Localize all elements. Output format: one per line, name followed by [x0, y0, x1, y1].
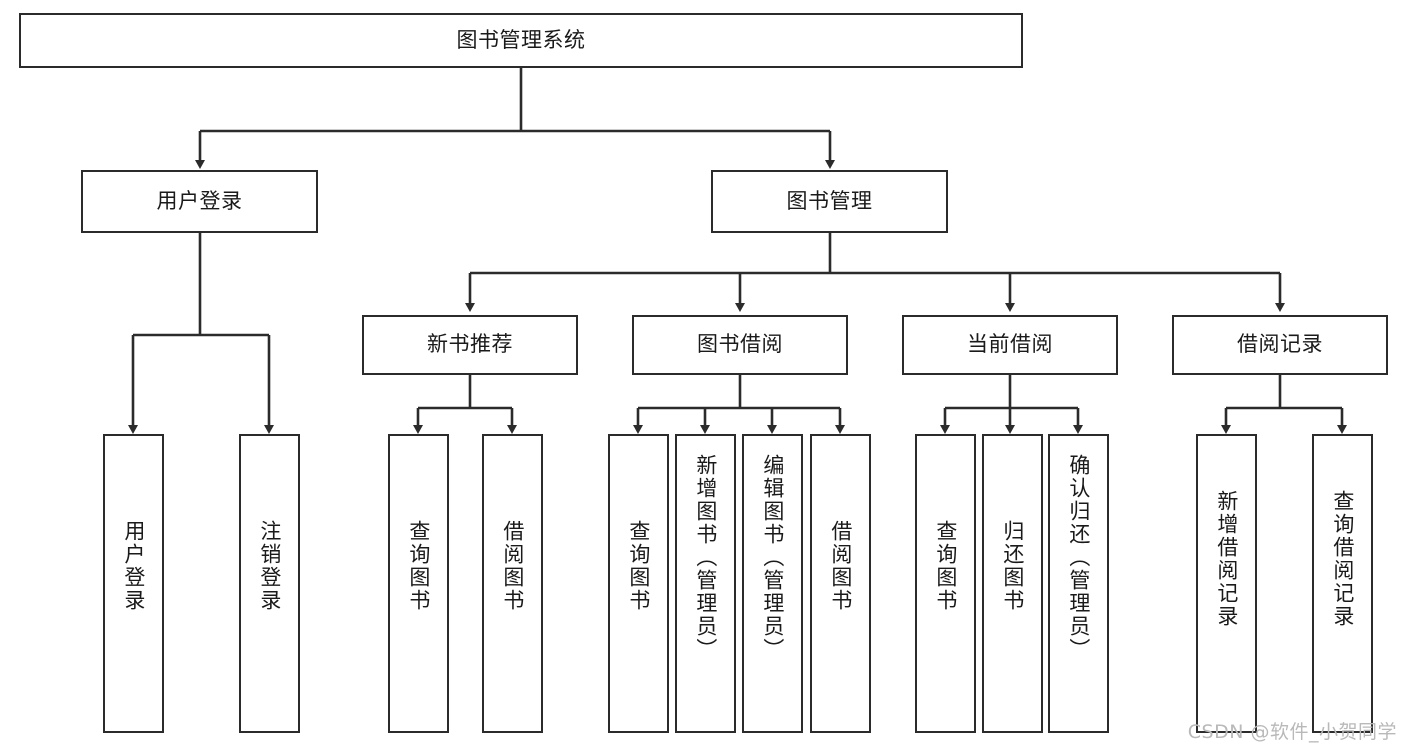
node-borrow-record[interactable]: 借阅记录: [1172, 315, 1388, 375]
node-label: 确认归还（管理员）: [1066, 454, 1091, 661]
leaf-user-login[interactable]: 用户登录: [103, 434, 164, 733]
node-label: 查询图书: [933, 520, 958, 612]
node-label: 用户登录: [121, 520, 146, 612]
node-label: 归还图书: [1000, 520, 1025, 612]
leaf-edit-book-admin[interactable]: 编辑图书（管理员）: [742, 434, 803, 733]
leaf-borrow-book-recommend[interactable]: 借阅图书: [482, 434, 543, 733]
leaf-add-borrow-record[interactable]: 新增借阅记录: [1196, 434, 1257, 733]
node-label: 图书管理: [786, 188, 873, 213]
leaf-return-book[interactable]: 归还图书: [982, 434, 1043, 733]
node-label: 新增图书（管理员）: [693, 454, 718, 661]
node-label: 新增借阅记录: [1214, 490, 1239, 628]
csdn-watermark: CSDN @软件_小贺同学: [1187, 721, 1397, 743]
node-current-borrow[interactable]: 当前借阅: [902, 315, 1118, 375]
node-label: 注销登录: [257, 520, 282, 612]
node-label: 借阅图书: [500, 520, 525, 612]
node-book-borrow[interactable]: 图书借阅: [632, 315, 848, 375]
node-book-management[interactable]: 图书管理: [711, 170, 948, 233]
leaf-query-book-recommend[interactable]: 查询图书: [388, 434, 449, 733]
node-label: 查询借阅记录: [1330, 490, 1355, 628]
leaf-add-book-admin[interactable]: 新增图书（管理员）: [675, 434, 736, 733]
node-user-login[interactable]: 用户登录: [81, 170, 318, 233]
node-label: 编辑图书（管理员）: [760, 454, 785, 661]
node-label: 查询图书: [626, 520, 651, 612]
node-new-book-recommend[interactable]: 新书推荐: [362, 315, 578, 375]
leaf-query-book-current[interactable]: 查询图书: [915, 434, 976, 733]
leaf-query-book-borrow[interactable]: 查询图书: [608, 434, 669, 733]
leaf-query-borrow-record[interactable]: 查询借阅记录: [1312, 434, 1373, 733]
leaf-logout[interactable]: 注销登录: [239, 434, 300, 733]
node-label: 当前借阅: [967, 332, 1053, 357]
leaf-confirm-return-admin[interactable]: 确认归还（管理员）: [1048, 434, 1109, 733]
node-label: 图书借阅: [697, 332, 783, 357]
node-label: 借阅图书: [828, 520, 853, 612]
node-label: 新书推荐: [427, 332, 513, 357]
leaf-borrow-book[interactable]: 借阅图书: [810, 434, 871, 733]
node-label: 用户登录: [156, 188, 243, 213]
node-label: 图书管理系统: [456, 27, 586, 52]
node-root-book-management-system[interactable]: 图书管理系统: [19, 13, 1023, 68]
node-label: 借阅记录: [1237, 332, 1323, 357]
node-label: 查询图书: [406, 520, 431, 612]
